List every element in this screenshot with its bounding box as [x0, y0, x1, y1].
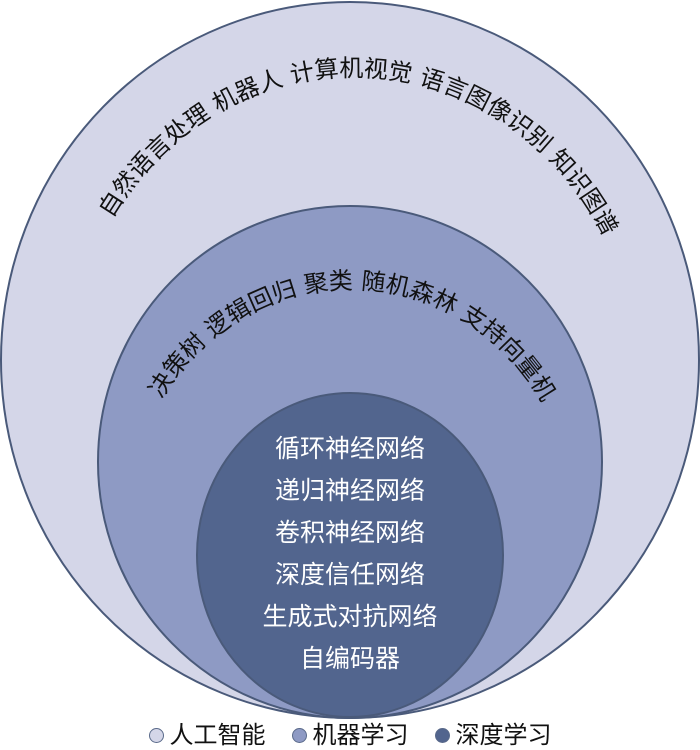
inner-circle-dl	[196, 392, 504, 718]
deep-learning-list: 循环神经网络 递归神经网络 卷积神经网络 深度信任网络 生成式对抗网络 自编码器	[200, 428, 500, 680]
legend-label-dl: 深度学习	[455, 721, 552, 749]
legend-swatch-dl	[434, 727, 450, 743]
legend-label-ai: 人工智能	[169, 721, 266, 749]
legend-label-ml: 机器学习	[312, 721, 409, 749]
dl-item-autoencoder: 自编码器	[299, 644, 400, 673]
dl-item-rnn: 循环神经网络	[274, 434, 425, 463]
legend-item-dl: 深度学习	[434, 720, 552, 750]
legend-swatch-ai	[148, 727, 164, 743]
dl-item-dbn: 深度信任网络	[274, 560, 425, 589]
legend-item-ml: 机器学习	[291, 720, 409, 750]
dl-item-gan: 生成式对抗网络	[262, 602, 438, 631]
dl-item-recursive-nn: 递归神经网络	[274, 476, 425, 505]
legend-item-ai: 人工智能	[148, 720, 266, 750]
legend: 人工智能 机器学习 深度学习	[0, 720, 700, 750]
dl-item-cnn: 卷积神经网络	[274, 518, 425, 547]
venn-diagram: 自然语言处理 机器人 计算机视觉 语言图像识别 知识图谱 决策树 逻辑回归 聚类…	[0, 1, 700, 719]
legend-swatch-ml	[291, 727, 307, 743]
